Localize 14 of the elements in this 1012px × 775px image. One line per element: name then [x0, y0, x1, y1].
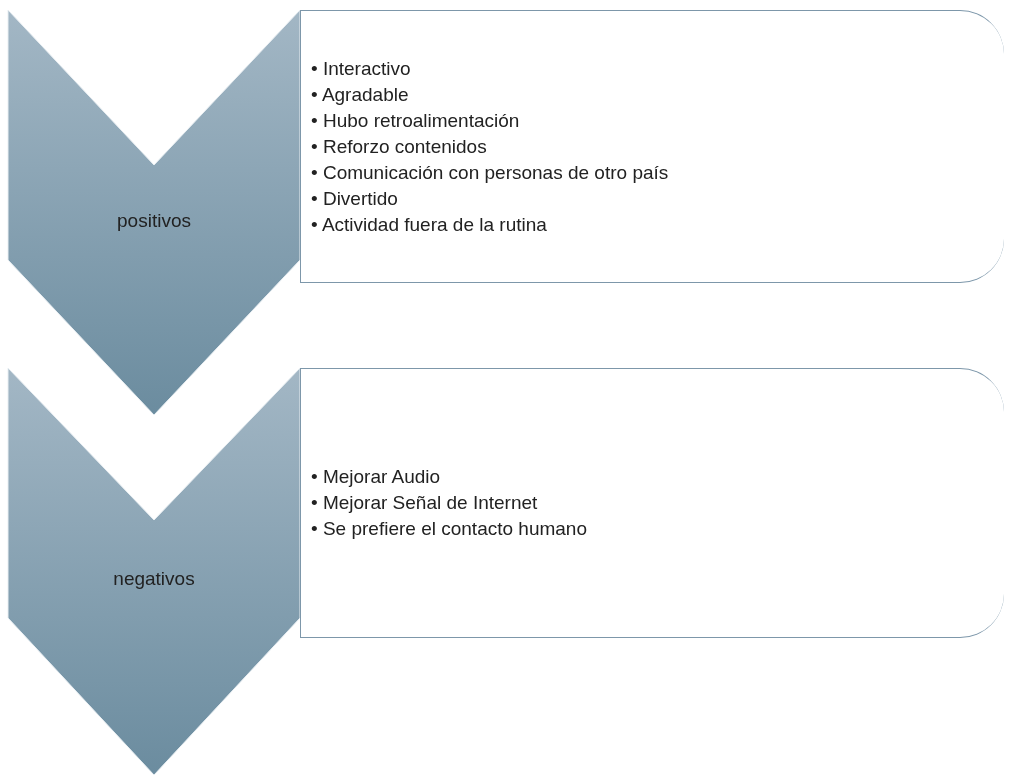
bullet-item: • Comunicación con personas de otro país: [311, 160, 669, 185]
bullet-item: • Mejorar Señal de Internet: [311, 491, 539, 515]
bullet-item: • Actividad fuera de la rutina: [311, 212, 548, 237]
bullet-item: • Mejorar Audio: [311, 465, 442, 489]
bullet-item: • Agradable: [311, 82, 410, 107]
bullet-item: • Se prefiere el contacto humano: [311, 517, 587, 541]
bullet-item: • Divertido: [311, 186, 399, 211]
chevron-label: positivos: [116, 210, 192, 232]
bullet-item: • Hubo retroalimentación: [311, 108, 521, 133]
bullet-item: • Reforzo contenidos: [311, 134, 488, 159]
list-box: [300, 10, 1004, 283]
list-box: [300, 368, 1004, 638]
chevron-label: negativos: [112, 568, 196, 590]
bullet-item: • Interactivo: [311, 56, 412, 81]
